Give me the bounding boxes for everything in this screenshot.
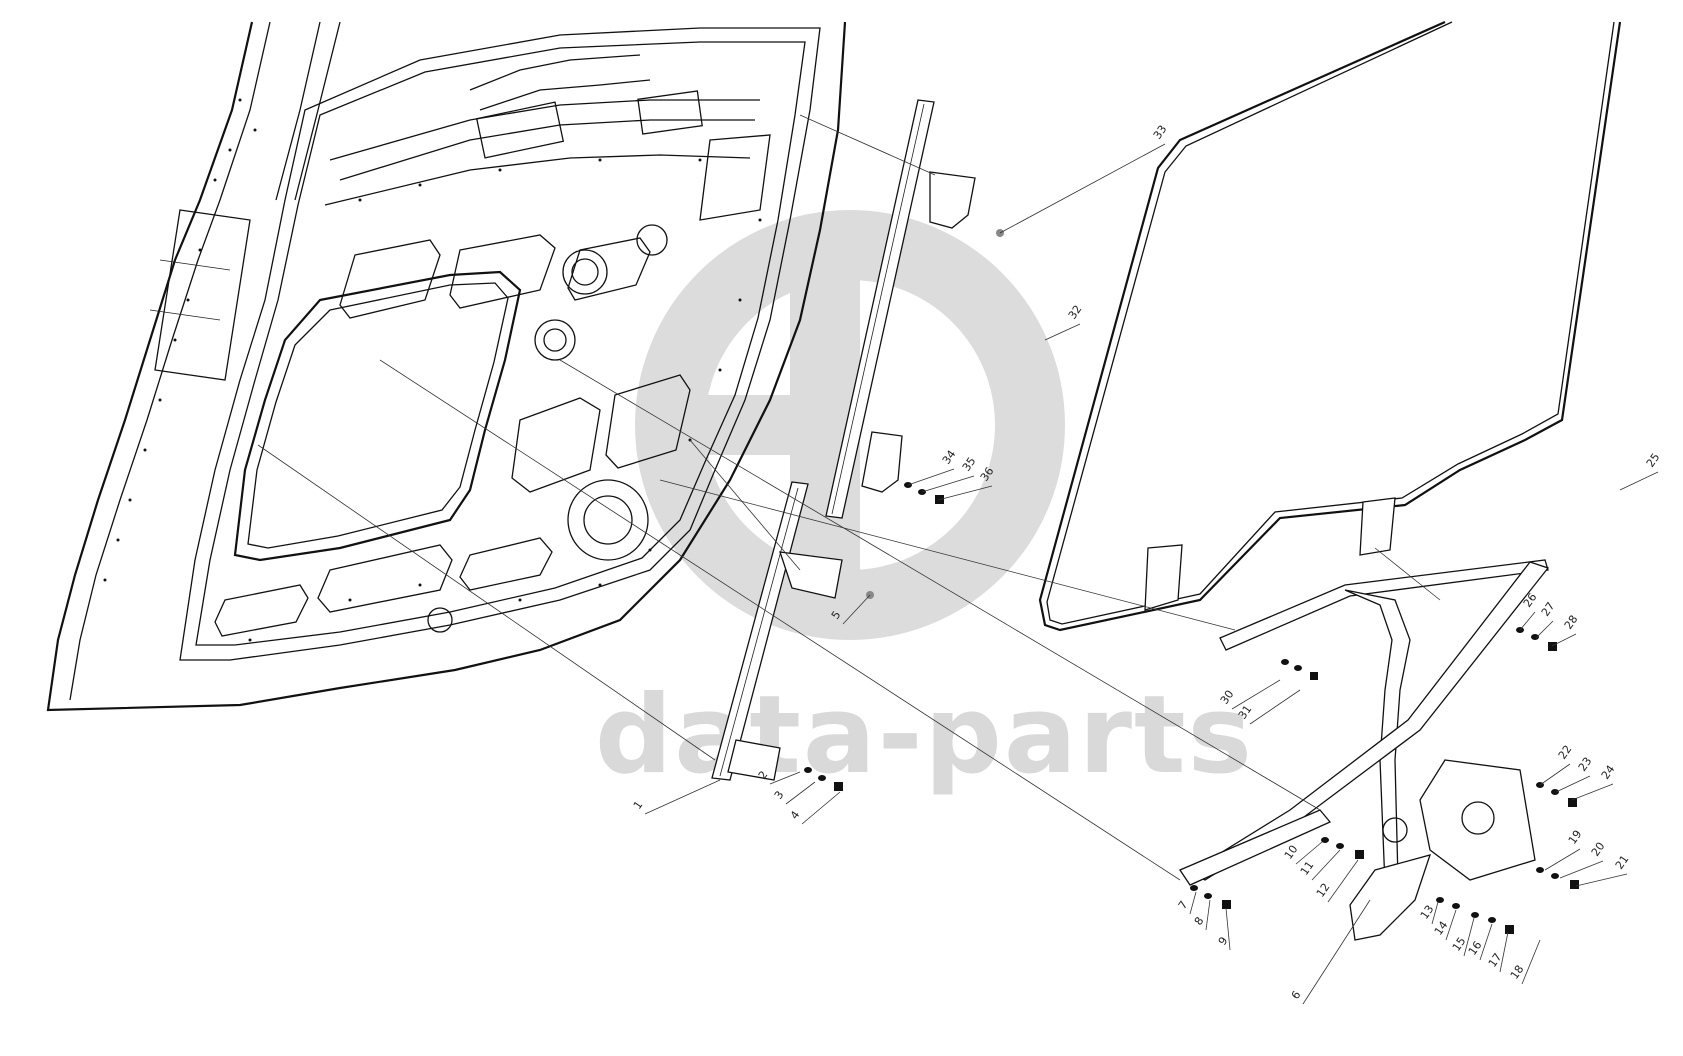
- callout-leader-19: [1544, 848, 1581, 871]
- callout-leader-27: [1535, 620, 1554, 639]
- door-glass: [1038, 20, 1622, 632]
- watermark-text: data-parts: [595, 673, 1254, 798]
- callout-leader-5: [842, 594, 871, 625]
- front-run-channel: [825, 99, 976, 519]
- callout-label-6: 6: [1289, 989, 1304, 1002]
- door-inner-panel: [46, 21, 847, 712]
- callout-leader-35: [921, 475, 975, 493]
- rear-run-channel: [711, 481, 843, 781]
- callout-leader-31: [1249, 689, 1301, 725]
- callout-leader-11: [1311, 849, 1341, 881]
- window-regulator: [1179, 559, 1550, 941]
- callout-leader-10: [1295, 841, 1323, 865]
- callout-leader-25: [1619, 471, 1659, 491]
- callout-label-25: 25: [1644, 451, 1663, 470]
- callout-leader-23: [1555, 775, 1591, 793]
- callout-label-10: 10: [1282, 843, 1301, 862]
- callout-label-19: 19: [1566, 828, 1585, 847]
- callout-leader-32: [1044, 323, 1081, 341]
- callout-leader-13: [1431, 901, 1439, 925]
- callout-leader-24: [1571, 783, 1614, 801]
- projection-lines: [257, 114, 1441, 881]
- callout-leader-1: [644, 779, 721, 815]
- callout-leader-21: [1575, 873, 1628, 887]
- callout-leader-2: [769, 771, 801, 785]
- callout-label-9: 9: [1216, 935, 1231, 948]
- callout-leader-12: [1327, 859, 1359, 903]
- callout-leader-22: [1539, 763, 1571, 786]
- callout-label-20: 20: [1589, 840, 1608, 859]
- callout-leader-20: [1559, 860, 1604, 879]
- callout-label-35: 35: [960, 455, 979, 474]
- callout-label-28: 28: [1562, 613, 1581, 632]
- callout-label-33: 33: [1151, 123, 1170, 142]
- callout-leader-34: [907, 468, 955, 486]
- callout-leader-33: [999, 143, 1166, 234]
- callout-label-24: 24: [1599, 763, 1618, 782]
- callout-leader-9: [1225, 907, 1231, 951]
- callout-leader-15: [1463, 917, 1475, 957]
- callout-leader-14: [1445, 909, 1457, 941]
- callout-leader-4: [801, 791, 841, 825]
- callout-leader-3: [785, 781, 816, 805]
- callout-label-34: 34: [940, 448, 959, 467]
- callout-label-11: 11: [1298, 859, 1317, 878]
- callout-label-21: 21: [1613, 853, 1632, 872]
- callout-leader-16: [1479, 923, 1493, 961]
- callout-label-4: 4: [788, 809, 803, 822]
- callout-leader-28: [1551, 633, 1577, 647]
- callout-leader-26: [1519, 611, 1536, 631]
- callout-label-8: 8: [1192, 915, 1207, 928]
- callout-leader-30: [1231, 679, 1281, 710]
- callout-leader-18: [1521, 939, 1541, 985]
- callout-label-12: 12: [1314, 881, 1333, 900]
- callout-label-23: 23: [1576, 755, 1595, 774]
- callout-label-17: 17: [1486, 951, 1505, 970]
- callout-leader-6: [1302, 899, 1371, 1005]
- callout-label-7: 7: [1176, 899, 1191, 912]
- callout-leader-36: [937, 485, 993, 501]
- callout-leader-8: [1205, 899, 1211, 931]
- callout-label-32: 32: [1066, 303, 1085, 322]
- callout-label-27: 27: [1539, 600, 1558, 619]
- callout-label-22: 22: [1556, 743, 1575, 762]
- callout-label-1: 1: [631, 799, 646, 812]
- callout-leader-7: [1189, 891, 1197, 915]
- callout-leader-17: [1499, 931, 1509, 973]
